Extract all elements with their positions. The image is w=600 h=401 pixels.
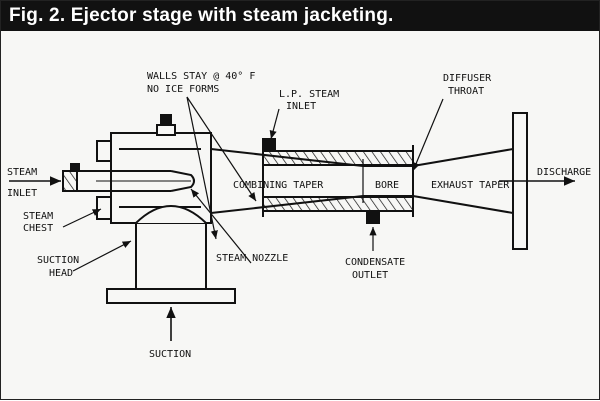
label-steam-inlet-line1: STEAM: [7, 167, 37, 178]
label-suction-head-line1: SUCTION: [37, 255, 79, 266]
title-bar: Fig. 2. Ejector stage with steam jacketi…: [1, 1, 599, 31]
label-suction: SUCTION: [149, 349, 191, 360]
label-bore: BORE: [375, 180, 399, 191]
label-walls-line2: NO ICE FORMS: [147, 84, 219, 95]
figure-title: Fig. 2. Ejector stage with steam jacketi…: [9, 5, 394, 26]
suction-pipe: [106, 223, 236, 304]
steam-chest-body: [96, 114, 212, 224]
label-diffuser-line1: DIFFUSER: [443, 73, 492, 84]
combining-taper-section: [210, 138, 414, 224]
label-steam-chest-line1: STEAM: [23, 211, 53, 222]
label-walls-line1: WALLS STAY @ 40° F: [147, 71, 255, 82]
label-lp-steam-line1: L.P. STEAM: [279, 89, 339, 100]
flow-arrows: [9, 176, 575, 341]
label-steam-chest-line2: CHEST: [23, 223, 53, 234]
label-suction-head-line2: HEAD: [49, 268, 73, 279]
label-condensate-line1: CONDENSATE: [345, 257, 405, 268]
label-condensate-line2: OUTLET: [352, 270, 388, 281]
label-exhaust-taper: EXHAUST TAPER: [431, 180, 510, 191]
label-discharge: DISCHARGE: [537, 167, 591, 178]
steam-nozzle-assembly: [62, 163, 195, 192]
label-diffuser-line2: THROAT: [448, 86, 484, 97]
label-steam-nozzle: STEAM NOZZLE: [216, 253, 288, 264]
label-steam-inlet-line2: INLET: [7, 188, 37, 199]
label-lp-steam-line2: INLET: [286, 101, 316, 112]
leader-lines: [62, 96, 444, 272]
label-combining-taper: COMBINING TAPER: [233, 180, 324, 191]
